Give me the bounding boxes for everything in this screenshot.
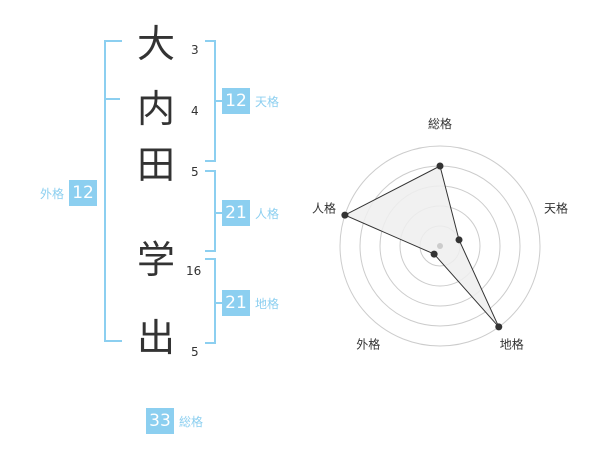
chikaku-badge: 21 地格: [222, 290, 279, 316]
radar-polygon: [343, 165, 500, 328]
jinkaku-label: 人格: [255, 206, 280, 221]
tenkaku-label: 天格: [255, 94, 280, 109]
radar-axis-label-4: 外格: [356, 337, 380, 352]
chikaku-value: 21: [222, 290, 250, 316]
stroke-count-3: 5: [191, 165, 199, 179]
gaikaku-label: 外格: [40, 186, 65, 201]
jinkaku-bracket: [205, 170, 216, 252]
name-char-5: 出: [136, 316, 175, 360]
chikaku-connector: [214, 302, 222, 304]
tenkaku-connector: [214, 100, 222, 102]
soukaku-label: 総格: [179, 414, 204, 429]
gaikaku-badge: 12 外格: [40, 180, 98, 206]
jinkaku-badge: 21 人格: [222, 200, 279, 226]
chikaku-label: 地格: [255, 296, 280, 311]
stroke-count-1: 3: [191, 43, 199, 57]
radar-axis-label-3: 地格: [500, 337, 524, 352]
radar-point-3: [495, 323, 503, 331]
name-char-1: 大: [136, 22, 175, 66]
gaikaku-bracket: [104, 40, 122, 342]
stroke-count-5: 5: [191, 345, 199, 359]
name-char-3: 田: [136, 143, 175, 187]
jinkaku-value: 21: [222, 200, 250, 226]
radar-point-1: [436, 162, 444, 170]
name-char-2: 内: [136, 87, 175, 131]
gaikaku-value: 12: [69, 180, 98, 206]
gaikaku-bracket-divider: [106, 98, 120, 100]
soukaku-badge: 33 総格: [146, 408, 203, 434]
tenkaku-value: 12: [222, 88, 250, 114]
tenkaku-badge: 12 天格: [222, 88, 279, 114]
name-char-4: 学: [136, 238, 175, 282]
radar-ring-5: [339, 145, 541, 347]
radar-axis-label-1: 総格: [428, 116, 452, 131]
radar-point-2: [455, 236, 463, 244]
soukaku-value: 33: [146, 408, 174, 434]
stroke-count-4: 16: [186, 264, 202, 278]
radar-point-5: [341, 211, 349, 219]
chikaku-bracket: [205, 258, 216, 344]
radar-axis-label-2: 天格: [544, 200, 568, 215]
radar-center-dot: [437, 243, 443, 249]
radar-point-4: [430, 250, 438, 258]
radar-axis-label-5: 人格: [312, 200, 336, 215]
jinkaku-connector: [214, 212, 222, 214]
stroke-count-2: 4: [191, 104, 199, 118]
